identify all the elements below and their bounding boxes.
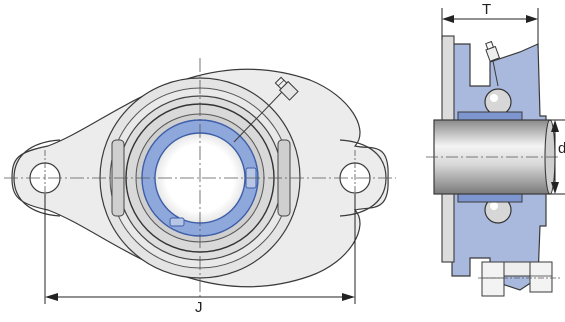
ball-upper [484, 88, 512, 116]
j-arrow-right [342, 293, 355, 301]
t-arrow-right [526, 15, 538, 23]
side-grease-line [491, 55, 499, 87]
ball-lower-highlight [490, 202, 498, 210]
t-arrow-left [442, 15, 454, 23]
dimension-label-d: d [558, 140, 565, 157]
side-view [426, 8, 565, 297]
bolt-nut-left [481, 261, 505, 297]
d-arrow-top [551, 120, 559, 132]
d-arrow-bottom [551, 182, 559, 194]
front-view [4, 58, 396, 304]
grease-line [233, 91, 283, 143]
bolt-nut-right [529, 261, 553, 293]
grease-nipple [274, 76, 299, 101]
ball-upper-highlight [490, 94, 498, 102]
j-arrow-left [45, 293, 58, 301]
side-grease-nipple [485, 40, 501, 62]
inner-ring-notch [169, 217, 185, 227]
dimension-label-t: T [482, 1, 492, 18]
dimension-label-j: J [195, 299, 203, 316]
